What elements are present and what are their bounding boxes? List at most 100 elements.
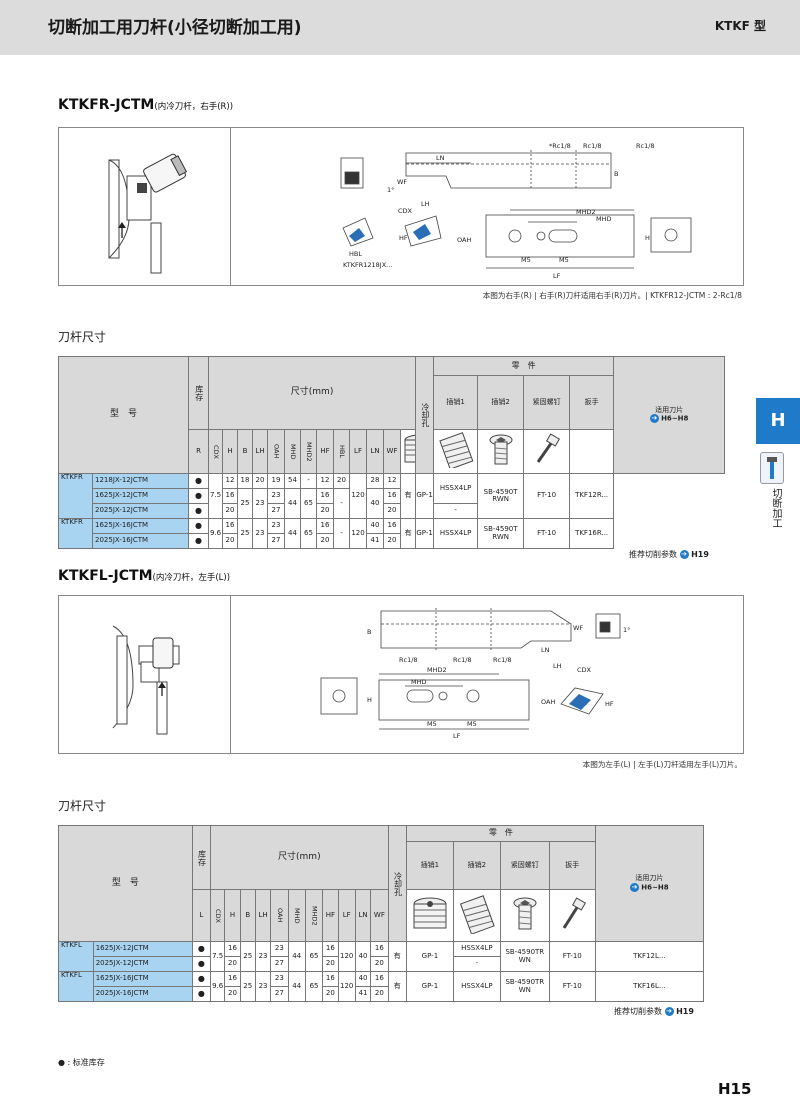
section-right-subtitle: (内冷刀杆，右手(R)) (154, 102, 234, 112)
cell-ln: 40 (366, 488, 385, 519)
cell-h: 16 (224, 941, 241, 957)
cell-hf: 20 (316, 533, 335, 549)
label-m5b: M5 (467, 720, 477, 728)
series-cell: KTKFL (58, 971, 94, 1002)
cell-screw: SB-4590TRWN (499, 941, 550, 972)
cell-hf: 16 (316, 488, 335, 504)
cell-hf: 16 (322, 971, 339, 987)
model-cell: 1625JX-12JCTM (91, 488, 190, 504)
screw-text: SB-4590TRWN (505, 978, 545, 994)
insert-ref[interactable]: H6~H8 (641, 883, 669, 892)
mount-sketch-left (112, 625, 180, 735)
tool-drawing-right: *Rc1/8 Rc1/8 Rc1/8 LN B WF 1° CDX LH MHD… (340, 142, 692, 280)
col-h: H (222, 429, 239, 474)
wrench-icon (523, 429, 571, 474)
cell-hbl: - (333, 488, 351, 519)
label-m5a: M5 (521, 256, 531, 264)
cell-wrench: FT-10 (523, 518, 571, 549)
col-parts: 零 件 (405, 825, 596, 842)
cell-oah: 23 (270, 971, 289, 987)
part-wrench: 扳手 (548, 841, 596, 890)
part-pin1: 插销1 (433, 375, 479, 430)
diagram-box-left: B Rc1/8 Rc1/8 Rc1/8 WF 1° LN CDX LH MHD2… (58, 595, 744, 754)
arrow-icon: ➔ (649, 414, 659, 424)
cell-lh: 23 (254, 971, 272, 1002)
model-cell: 1218JX-12JCTM (91, 473, 190, 489)
col-b: B (237, 429, 254, 474)
cell-pin2: HSSX4LP (452, 941, 501, 957)
label-rc3: Rc1/8 (636, 142, 655, 150)
cell-ln: 40 (354, 971, 372, 987)
cell-mhd2: 65 (304, 941, 324, 972)
caption-left: 本图为左手(L) | 左手(L)刀杆适用左手(L)刀片。 (582, 760, 742, 769)
label-hbl: HBL (349, 250, 362, 258)
stock-dot: ● (188, 488, 210, 504)
cell-wrench: FT-10 (548, 941, 596, 972)
model-cell: 1625JX-12JCTM (92, 941, 193, 957)
cell-wf: 16 (383, 488, 402, 504)
cell-hf: 20 (322, 986, 339, 1002)
part-screw: 紧固螺钉 (523, 375, 571, 430)
insert-ref[interactable]: H6~H8 (661, 414, 689, 423)
label-oah: OAH (457, 236, 471, 244)
label-wf: WF (573, 624, 583, 632)
pin2-icon (452, 889, 501, 942)
wrench-icon (548, 889, 596, 942)
part-pin2: 插销2 (452, 841, 501, 890)
section-right-code: KTKFR-JCTM (58, 97, 155, 113)
cell-cdx: 9.6 (210, 971, 226, 1002)
cutting-params-link-2[interactable]: 推荐切削参数 ➔ H19 (614, 1006, 694, 1017)
diagram-box-right: *Rc1/8 Rc1/8 Rc1/8 LN B WF 1° CDX LH MHD… (58, 127, 744, 286)
cell-pin1: GP-1 (405, 971, 454, 1002)
col-wf: WF (383, 429, 402, 474)
spec-table-left: 型 号 库存 尺寸(mm) 冷却孔 零 件 适用刀片➔ H6~H8 插销1 插销… (58, 825, 705, 1002)
cutting-params-label: 推荐切削参数 (629, 550, 677, 559)
col-ln: LN (354, 889, 372, 942)
model-cell: 1625JX-16JCTM (91, 518, 190, 534)
col-lh: LH (252, 429, 269, 474)
arrow-icon: ➔ (679, 550, 689, 559)
cell-pin2: HSSX4LP (452, 971, 501, 1002)
label-ln: LN (436, 154, 445, 162)
section-left-title: KTKFL-JCTM(内冷刀杆，左手(L)) (58, 568, 230, 584)
page-title: 切断加工用刀杆(小径切断加工用) (48, 18, 302, 38)
label-m5b: M5 (559, 256, 569, 264)
col-model: 型 号 (58, 825, 193, 942)
cell-mhd: 44 (287, 971, 306, 1002)
cell-pin2: HSSX4LP (433, 518, 479, 549)
cell-mhd: 44 (287, 941, 306, 972)
col-mhd: MHD (287, 889, 306, 942)
series-cell: KTKFR (58, 518, 93, 549)
screw-text: SB-4590TRWN (483, 525, 518, 541)
cell-wf: 16 (383, 518, 402, 534)
cutting-params-link-1[interactable]: 推荐切削参数 ➔ H19 (629, 549, 709, 560)
col-dims: 尺寸(mm) (208, 356, 417, 430)
col-hbl: HBL (333, 429, 351, 474)
cell-coolant: 有 (400, 518, 417, 549)
cell-pin1: GP-1 (405, 941, 454, 972)
label-cdx: CDX (398, 207, 413, 215)
cell-oah: 27 (270, 986, 289, 1002)
label-lh: LH (553, 662, 562, 670)
label-mhd2: MHD2 (427, 666, 447, 674)
cell-h: 16 (224, 971, 241, 987)
col-mhd: MHD (284, 429, 302, 474)
cell-pin1: GP-1 (415, 518, 435, 549)
cutting-params-ref: H19 (676, 1007, 694, 1016)
page-number: H15 (718, 1080, 752, 1098)
cell-mhd2: 65 (300, 488, 318, 519)
part-pin2: 插销2 (477, 375, 525, 430)
chapter-tab-h[interactable]: H (756, 398, 800, 444)
col-hand: L (191, 889, 212, 942)
pin1-icon (405, 889, 454, 942)
cell-lh: 23 (254, 941, 272, 972)
model-cell: 1625JX-16JCTM (92, 971, 193, 987)
label-angle: 1° (387, 186, 394, 194)
label-b: B (367, 628, 371, 636)
cutting-params-label: 推荐切削参数 (614, 1007, 662, 1016)
mount-sketch-right (108, 153, 188, 274)
label-mhd2: MHD2 (576, 208, 596, 216)
cell-lf: 120 (337, 971, 356, 1002)
section-left-code: KTKFL-JCTM (58, 568, 153, 584)
label-lf: LF (553, 272, 561, 280)
